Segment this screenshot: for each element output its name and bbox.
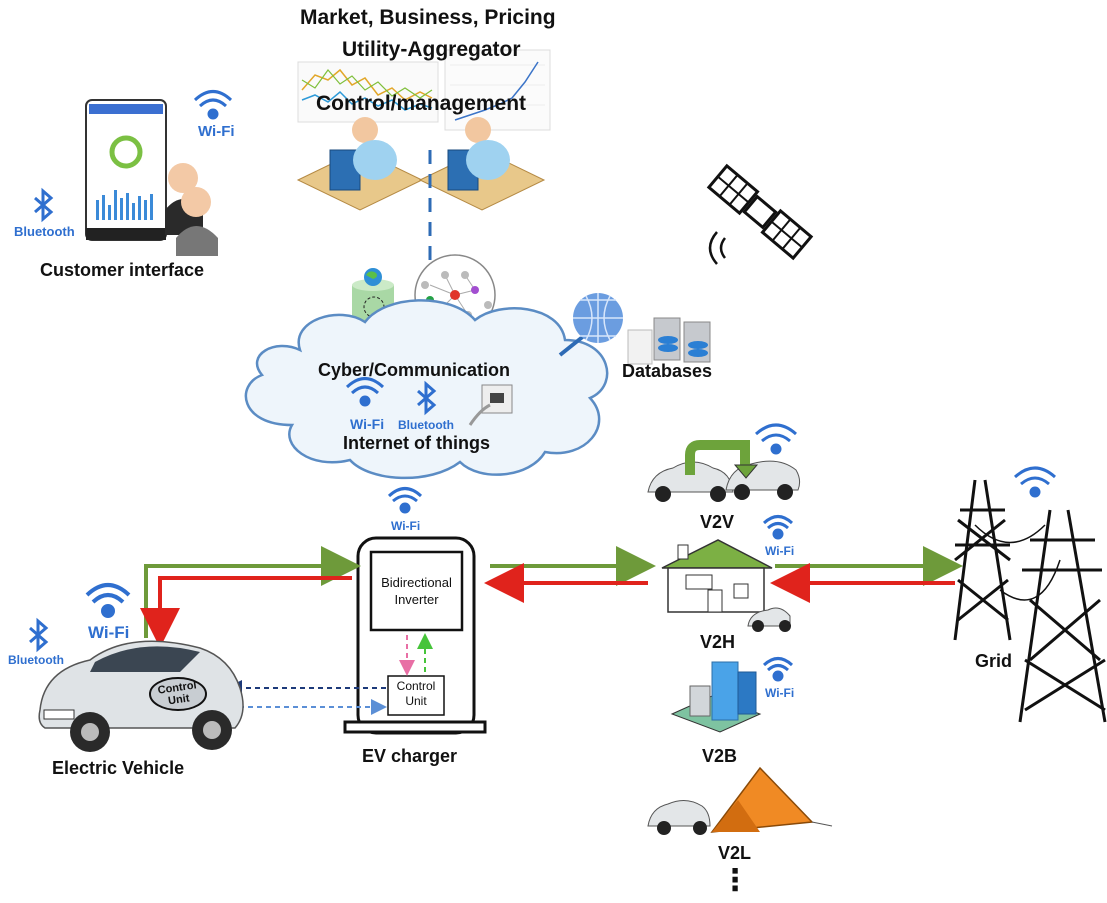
- v2h-house-illustration: [661, 539, 791, 632]
- v2b-label: V2B: [702, 746, 738, 766]
- pricing-line-chart-thumbnail: [297, 61, 439, 123]
- top-title-line3: Control/management: [316, 92, 527, 115]
- v2v-label: V2V: [700, 512, 735, 532]
- wifi-icon: [193, 90, 233, 120]
- operator-workstations-illustration: [296, 117, 546, 211]
- server-stack-icon: [627, 317, 711, 365]
- satellite-signal-icon: [708, 231, 727, 265]
- control-unit-label: Control Unit: [388, 679, 444, 709]
- bluetooth-icon: [29, 617, 49, 653]
- electric-vehicle-label: Electric Vehicle: [52, 758, 185, 778]
- inverter-label-line2: Inverter: [394, 592, 439, 607]
- bluetooth-label: Bluetooth: [14, 224, 75, 239]
- wifi-label: Wi-Fi: [391, 519, 421, 533]
- v2h-label: V2H: [700, 632, 736, 652]
- wifi-icon: [387, 487, 423, 514]
- bluetooth-label: Bluetooth: [398, 418, 454, 432]
- v2b-building-illustration: [670, 661, 762, 733]
- top-title-line2: Utility-Aggregator: [342, 38, 521, 61]
- smartphone-app-illustration: [85, 99, 167, 241]
- v2l-label: V2L: [718, 843, 752, 863]
- grid-transmission-towers: [953, 479, 1107, 723]
- aggregator-trend-chart-thumbnail: [444, 49, 551, 131]
- v2l-tent-illustration: [647, 766, 833, 835]
- inverter-label: Bidirectional Inverter: [371, 574, 462, 608]
- control-unit-label-line2: Unit: [405, 694, 427, 708]
- ethernet-plug-icon: [468, 384, 513, 426]
- databases-link: [558, 333, 587, 357]
- satellite-icon: [706, 163, 814, 261]
- bluetooth-icon: [34, 187, 54, 223]
- more-applications-ellipsis: ⋮: [720, 864, 750, 897]
- bluetooth-icon: [417, 380, 437, 416]
- ev-charger-label: EV charger: [362, 746, 458, 766]
- wifi-icon: [1013, 466, 1057, 498]
- control-unit-label-line1: Control: [396, 679, 436, 693]
- wifi-label: Wi-Fi: [350, 416, 385, 432]
- ev-charger-housing: [343, 536, 487, 735]
- cloud-title: Cyber/Communication: [318, 360, 511, 380]
- wifi-label: Wi-Fi: [198, 123, 235, 140]
- wifi-icon: [762, 515, 794, 540]
- wifi-icon: [345, 377, 385, 407]
- customer-interface-label: Customer interface: [40, 260, 205, 280]
- customers-icon: [165, 163, 218, 256]
- cloud-subtitle: Internet of things: [343, 433, 490, 453]
- databases-label: Databases: [622, 361, 713, 381]
- grid-label: Grid: [975, 651, 1013, 671]
- wifi-icon: [754, 423, 798, 455]
- wifi-icon: [762, 657, 794, 682]
- globe-icon: [364, 268, 382, 286]
- charger-to-ev-power-flow: [140, 576, 352, 648]
- wifi-label: Wi-Fi: [765, 686, 795, 700]
- bluetooth-label: Bluetooth: [8, 653, 64, 667]
- databases-globe-icon: [573, 293, 623, 343]
- v2v-vehicles-illustration: [647, 440, 801, 502]
- wifi-icon: [85, 583, 131, 618]
- electric-vehicle-illustration: [38, 640, 244, 752]
- wifi-label: Wi-Fi: [88, 623, 130, 642]
- inverter-label-line1: Bidirectional: [381, 575, 452, 590]
- top-title-line1: Market, Business, Pricing: [300, 6, 556, 29]
- wifi-label: Wi-Fi: [765, 544, 795, 558]
